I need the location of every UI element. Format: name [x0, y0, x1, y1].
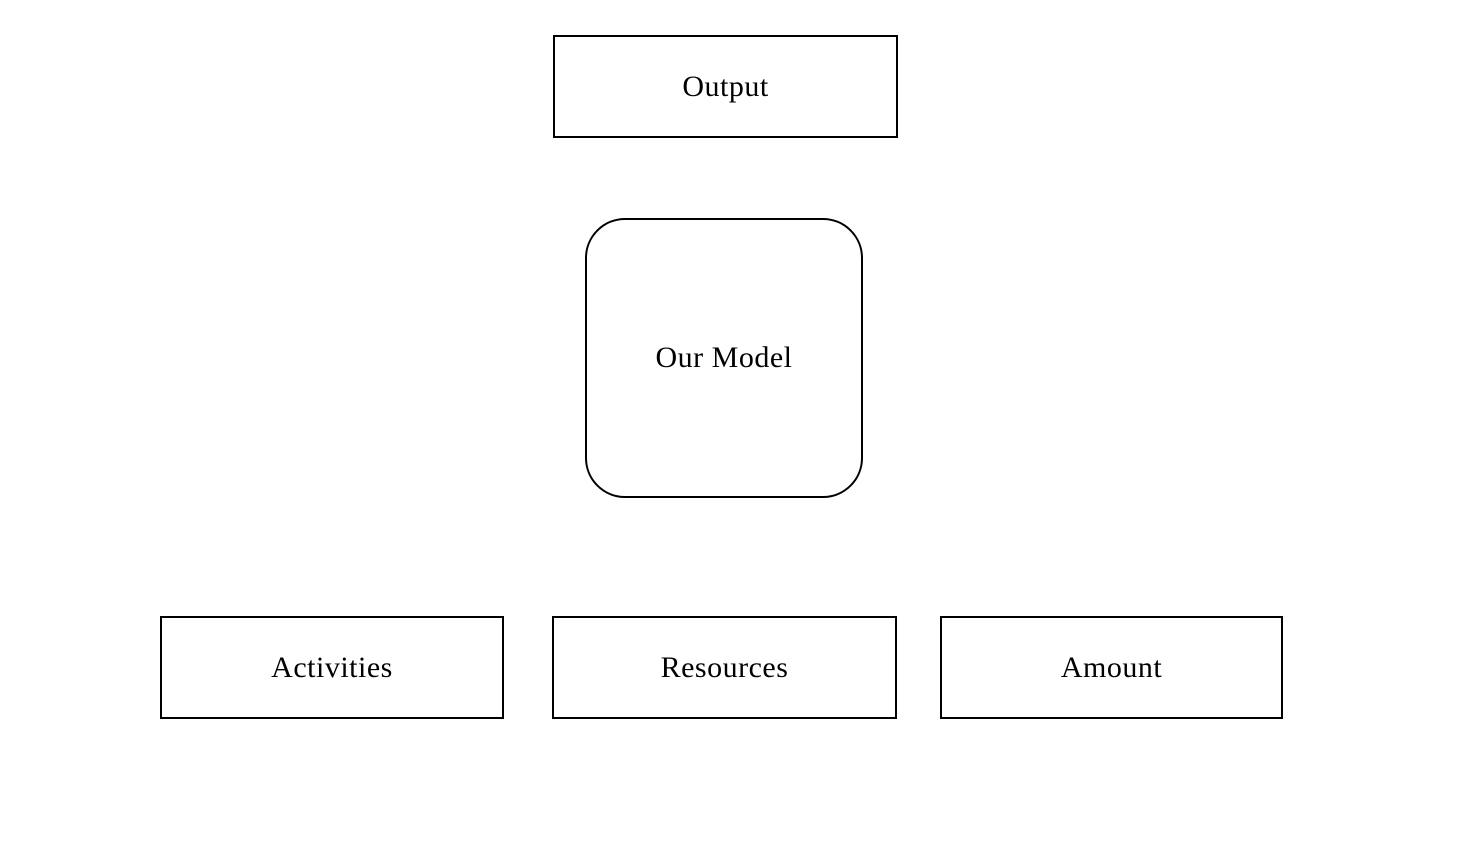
node-our-model: Our Model [585, 218, 863, 498]
node-resources: Resources [552, 616, 897, 719]
node-output-label: Output [682, 69, 769, 103]
node-output: Output [553, 35, 898, 138]
node-our-model-label: Our Model [655, 341, 793, 374]
node-amount-label: Amount [1060, 650, 1163, 684]
node-activities-label: Activities [271, 650, 393, 684]
node-resources-label: Resources [660, 650, 789, 684]
node-activities: Activities [160, 616, 504, 719]
node-amount: Amount [940, 616, 1283, 719]
